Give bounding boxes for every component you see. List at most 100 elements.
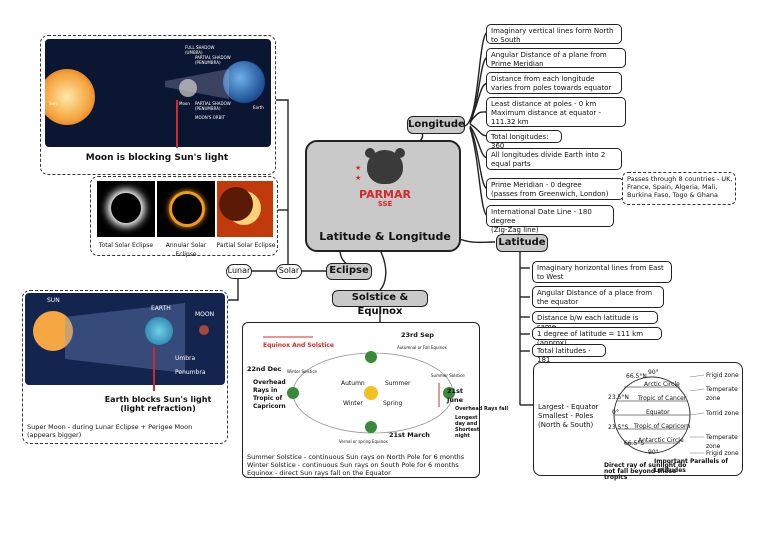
lat-label-equator: Equator (646, 409, 670, 416)
longitude-fact-7: Prime Meridian - 0 degree (passes from G… (486, 178, 624, 200)
branch-solar[interactable]: Solar (276, 264, 302, 279)
longitude-fact-6: All longitudes divide Earth into 2 equal… (486, 148, 622, 170)
super-moon-note: Super Moon - during Lunar Eclipse + Peri… (27, 423, 193, 439)
shadow-cone (165, 69, 229, 99)
solstice-heading: Equinox And Solstice (263, 342, 334, 349)
longitude-fact-4: Least distance at poles - 0 km Maximum d… (486, 97, 626, 127)
label-lunar-sun: SUN (47, 297, 60, 304)
longitude-fact-3: Distance from each longitude varies from… (486, 72, 622, 94)
lat-label-bottom: 90° (648, 449, 659, 456)
latitude-fact-5: Total latitudes - 181 (532, 344, 606, 364)
latitude-diagram-title: Important Parallels of Latitudes (654, 458, 728, 474)
lat-label-23s: 23.5°S (608, 424, 629, 431)
center-title: Latitude & Longitude (319, 230, 451, 243)
season-summer: Summer (385, 380, 411, 387)
solar-eclipse-card: Sun Moon Earth FULL SHADOW (UMBRA) PARTI… (40, 35, 276, 175)
zone-temperate-s: Temperate zone (706, 434, 738, 450)
lunar-caption: Earth blocks Sun's light (light refracti… (104, 395, 212, 413)
lunar-eclipse-photo: SUN EARTH MOON Umbra Penumbra (25, 293, 225, 385)
logo-ears (365, 148, 405, 158)
label-partial-eclipse: Partial Solar Eclipse (216, 242, 276, 249)
zone-torrid: Torrid zone (706, 410, 739, 417)
capricorn-note: Overhead Rays in Tropic of Capricorn (253, 379, 286, 410)
solar-eclipse-photo: Sun Moon Earth FULL SHADOW (UMBRA) PARTI… (45, 39, 271, 147)
label-penumbra: Penumbra (175, 369, 206, 376)
latitude-caption: Largest - Equator Smallest - Poles (Nort… (538, 403, 599, 429)
eclipse-types-card: Total Solar Eclipse Annular Solar Eclips… (90, 176, 278, 258)
branch-longitude[interactable]: Longitude (407, 116, 465, 134)
solstice-fact-3: Equinox - direct Sun rays fall on the Eq… (247, 469, 391, 477)
label-orbit: MOON'S ORBIT (195, 115, 225, 120)
lunar-sun-icon (33, 311, 73, 351)
label-moon: Moon (179, 101, 190, 106)
annular-eclipse-photo (157, 181, 215, 237)
lunar-red-pointer (153, 347, 155, 391)
brand-name: PARMAR (359, 188, 411, 201)
orbit-diagram (263, 336, 455, 434)
latitude-fact-2: Angular Distance of a place from the equ… (532, 286, 664, 308)
small-autumnal: Autumnal or Fall Equinox (397, 345, 447, 350)
branch-solstice[interactable]: Solstice & Equinox (332, 290, 428, 317)
zone-frigid-s: Frigid zone (706, 450, 739, 457)
lat-label-capricorn: Tropic of Capricorn (634, 423, 691, 430)
star-icon: ★ (355, 164, 362, 172)
label-annular-eclipse: Annular Solar Eclipse (165, 242, 207, 258)
label-penumbra-1: PARTIAL SHADOW (PENUMBRA) (195, 55, 231, 65)
latitude-globe (613, 374, 705, 454)
solar-eclipse-caption: Moon is blocking Sun's light (85, 153, 229, 163)
branch-latitude[interactable]: Latitude (496, 234, 548, 252)
label-umbra: FULL SHADOW (UMBRA) (185, 45, 215, 55)
label-lunar-moon: MOON (195, 311, 215, 318)
lat-label-66n: 66.5°N (626, 373, 647, 380)
season-spring: Spring (383, 400, 403, 407)
label-penumbra-2: PARTIAL SHADOW (PENUMBRA) (195, 101, 231, 111)
date-21june: 21st June (447, 387, 464, 404)
center-card: ★ ★ PARMAR SSE Latitude & Longitude (305, 140, 461, 252)
solstice-fact-2: Winter Solstice - continuous Sun rays on… (247, 461, 459, 469)
lat-label-0: 0° (612, 409, 619, 416)
lat-label-arctic: Arctic Circle (644, 381, 680, 388)
latitude-diagram-card: Largest - Equator Smallest - Poles (Nort… (533, 362, 743, 481)
brand-sub: SSE (377, 200, 393, 208)
date-23sep: 23rd Sep (401, 331, 434, 339)
total-eclipse-photo (97, 181, 155, 237)
sun-icon (45, 69, 95, 125)
earth-icon (223, 61, 265, 103)
zone-temperate-n: Temperate zone (706, 386, 738, 402)
longitude-fact-8: International Date Line - 180 degree (Zi… (486, 205, 614, 234)
season-autumn: Autumn (341, 380, 365, 387)
lat-label-23n: 23.5°N (608, 394, 629, 401)
longitude-fact-5: Total longitudes: 360 (486, 130, 562, 150)
season-winter: Winter (343, 400, 363, 407)
longitude-fact-2: Angular Distance of a plane from Prime M… (486, 48, 626, 68)
red-pointer (176, 100, 178, 148)
latitude-diagram-note: Direct ray of sunlight do not fall beyon… (604, 462, 687, 481)
label-umbra: Umbra (175, 355, 196, 362)
label-sun: Sun (49, 101, 57, 106)
label-lunar-earth: EARTH (151, 305, 171, 312)
small-vernal: Vernal or spring Equinox (339, 439, 388, 444)
moon-icon (179, 79, 197, 97)
solstice-fact-1: Summer Solstice - continuous Sun rays on… (247, 453, 465, 461)
latitude-fact-1: Imaginary horizontal lines from East to … (532, 261, 672, 283)
lat-label-antarctic: Antarctic Circle (638, 437, 684, 444)
lunar-earth-icon (145, 317, 173, 345)
label-earth: Earth (253, 105, 264, 110)
zone-frigid-n: Frigid zone (706, 372, 739, 379)
date-22dec: 22nd Dec (247, 365, 282, 373)
longitude-fact-1: Imaginary vertical lines form North to S… (486, 24, 622, 44)
lat-label-cancer: Tropic of Cancer (638, 395, 687, 402)
latitude-fact-3: Distance b/w each latitude is same (532, 311, 658, 331)
small-summer-solstice: Summer Solstice (431, 373, 465, 378)
small-winter-solstice: Winter Solstice (287, 369, 317, 374)
right-note-1: Overhead Rays fall (455, 406, 509, 412)
lunar-moon-icon (199, 325, 209, 335)
branch-eclipse[interactable]: Eclipse (326, 263, 372, 280)
prime-meridian-countries: Passes through 8 countries - UK, France,… (622, 172, 736, 205)
lunar-eclipse-card: SUN EARTH MOON Umbra Penumbra Earth bloc… (22, 290, 228, 444)
lat-label-top: 90° (648, 369, 659, 376)
lat-label-66s: 66.5°S (624, 440, 645, 447)
star-icon: ★ (355, 174, 362, 182)
date-21march: 21st March (389, 431, 430, 439)
branch-lunar[interactable]: Lunar (226, 264, 252, 279)
